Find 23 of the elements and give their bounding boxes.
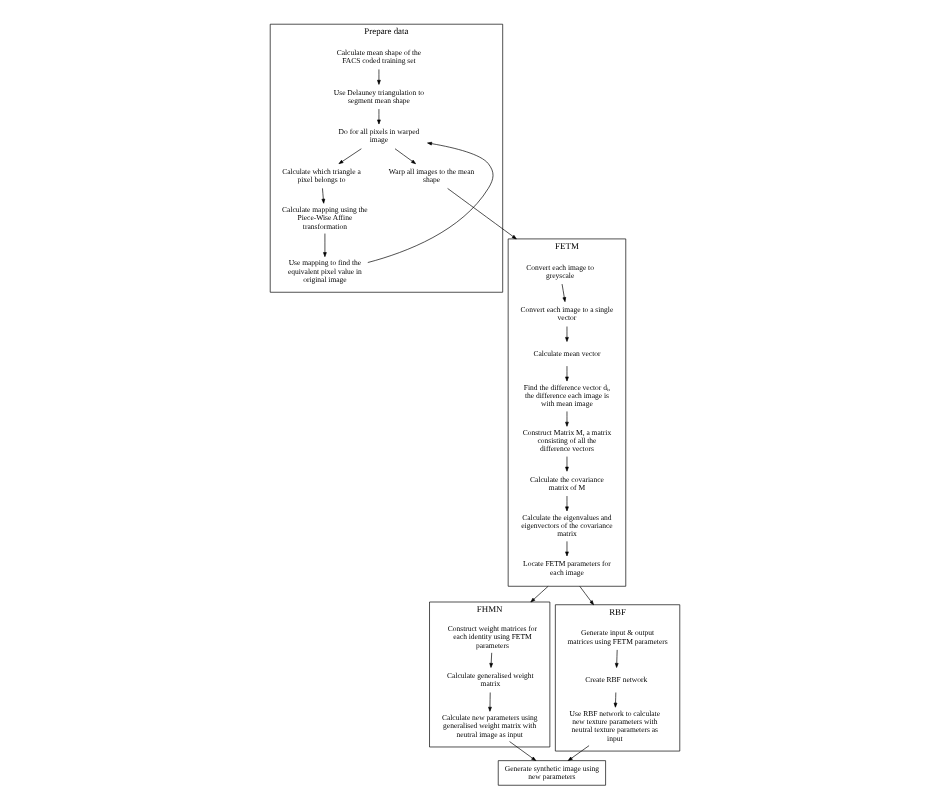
arrow bbox=[337, 148, 361, 165]
arrow bbox=[488, 652, 492, 668]
arrow bbox=[578, 585, 593, 606]
arrow bbox=[566, 745, 589, 761]
arrow bbox=[564, 365, 568, 382]
arrow bbox=[564, 495, 568, 512]
arrow bbox=[508, 741, 536, 761]
arrow bbox=[487, 692, 491, 712]
arrow bbox=[322, 233, 326, 257]
arrow bbox=[564, 456, 568, 472]
arrow bbox=[446, 188, 516, 240]
arrow bbox=[393, 148, 415, 165]
arrow bbox=[564, 541, 568, 557]
arrow bbox=[320, 188, 325, 204]
arrow bbox=[376, 108, 380, 125]
arrow bbox=[612, 692, 617, 708]
arrow bbox=[564, 411, 568, 427]
arrow bbox=[366, 141, 493, 263]
arrow bbox=[613, 649, 618, 668]
arrow bbox=[529, 585, 548, 603]
arrow bbox=[564, 326, 568, 342]
arrow bbox=[560, 283, 566, 302]
arrow bbox=[376, 69, 380, 85]
